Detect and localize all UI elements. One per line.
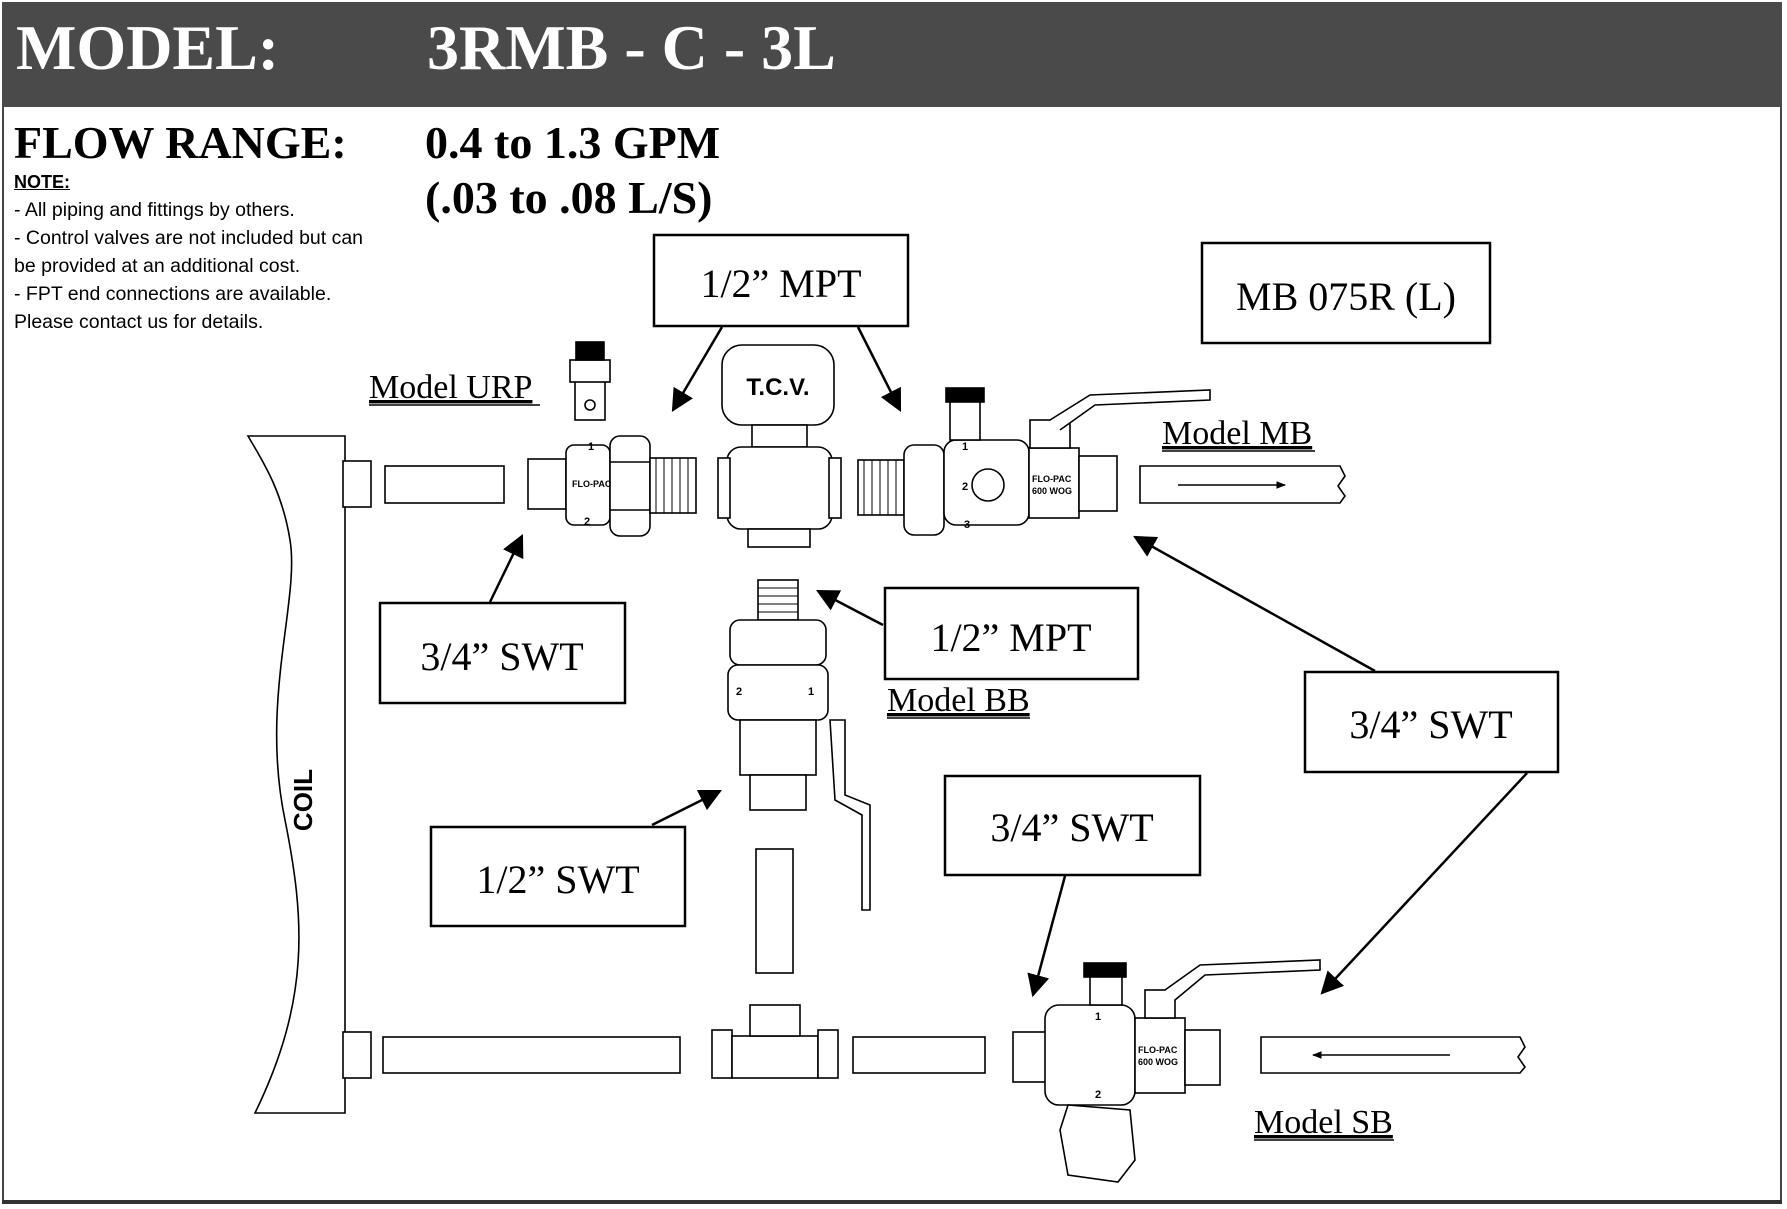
note-title: NOTE:: [14, 172, 70, 192]
callout-swt-left: 3/4” SWT: [420, 634, 583, 679]
supply-pipe-stub: [384, 465, 505, 504]
note-line: be provided at an additional cost.: [14, 255, 301, 277]
callout-box: [943, 774, 1202, 877]
urp-valve: 1 2 FLO-PAC: [527, 341, 697, 537]
flow-range-ls: (.03 to .08 L/S): [425, 172, 713, 223]
callout-box: [429, 825, 687, 928]
tcv-control-valve: T.C.V.: [717, 344, 842, 548]
sb-valve: 1 2 FLO-PAC 600 WOG: [1012, 959, 1321, 1183]
callout-box: [378, 601, 627, 705]
coil: COIL: [246, 435, 372, 1114]
valve-rating: 600 WOG: [1138, 1057, 1178, 1067]
note-line: - FPT end connections are available.: [14, 283, 332, 305]
bottom-rule: [2, 1200, 1782, 1204]
flow-range-gpm: 0.4 to 1.3 GPM: [425, 117, 721, 168]
supply-pipe-out: [1139, 465, 1346, 504]
branch-pipe-stub: [755, 848, 794, 974]
model-label: MODEL:: [16, 12, 280, 83]
port-label: 1: [588, 441, 594, 453]
port-label: 1: [962, 441, 968, 453]
valve-brand: FLO-PAC: [1138, 1045, 1178, 1055]
valve-brand: FLO-PAC: [572, 479, 612, 489]
note-line: - Control valves are not included but ca…: [14, 227, 364, 249]
tcv-label: T.C.V.: [746, 374, 809, 401]
flow-range-label: FLOW RANGE:: [14, 117, 347, 168]
model-sb-label: Model SB: [1254, 1104, 1393, 1141]
callout-mb-part: MB 075R (L): [1236, 274, 1456, 319]
model-urp-label: Model URP: [369, 369, 532, 406]
model-mb-label: Model MB: [1162, 415, 1312, 452]
port-label: 2: [736, 686, 742, 698]
port-label: 2: [962, 481, 968, 493]
title-bar: MODEL: 3RMB - C - 3L: [2, 2, 1782, 107]
callout-swt-half: 1/2” SWT: [476, 857, 639, 902]
port-label: 1: [808, 686, 814, 698]
note-line: - All piping and fittings by others.: [14, 199, 295, 221]
mb-valve: 1 2 3 FLO-PAC 600 WOG: [857, 387, 1211, 536]
valve-brand: FLO-PAC: [1032, 474, 1072, 484]
model-number: 3RMB - C - 3L: [427, 12, 836, 83]
model-bb-label: Model BB: [887, 682, 1030, 719]
callout-box: [652, 233, 910, 328]
callout-box: [1200, 241, 1492, 345]
callout-swt-bottom: 3/4” SWT: [990, 805, 1153, 850]
callout-box: [1303, 670, 1560, 774]
callout-arrows: [488, 326, 1528, 998]
return-pipe-in: [1260, 1036, 1527, 1074]
port-label: 2: [1095, 1089, 1101, 1101]
note-line: Please contact us for details.: [14, 311, 264, 333]
callout-mpt-mid: 1/2” MPT: [930, 615, 1091, 660]
return-pipe-stub: [852, 1036, 986, 1074]
callout-mpt-top: 1/2” MPT: [700, 261, 861, 306]
note-block: NOTE: - All piping and fittings by other…: [14, 168, 414, 336]
bb-valve: 2 1: [727, 579, 871, 911]
port-label: 3: [964, 519, 970, 531]
port-label: 1: [1095, 1011, 1101, 1023]
callout-swt-right: 3/4” SWT: [1349, 702, 1512, 747]
valve-rating: 600 WOG: [1032, 486, 1072, 496]
callout-box: [883, 586, 1140, 681]
tee-fitting: [711, 1004, 839, 1079]
return-pipe-stub: [382, 1036, 681, 1074]
port-label: 2: [584, 516, 590, 528]
coil-label: COIL: [288, 769, 318, 831]
